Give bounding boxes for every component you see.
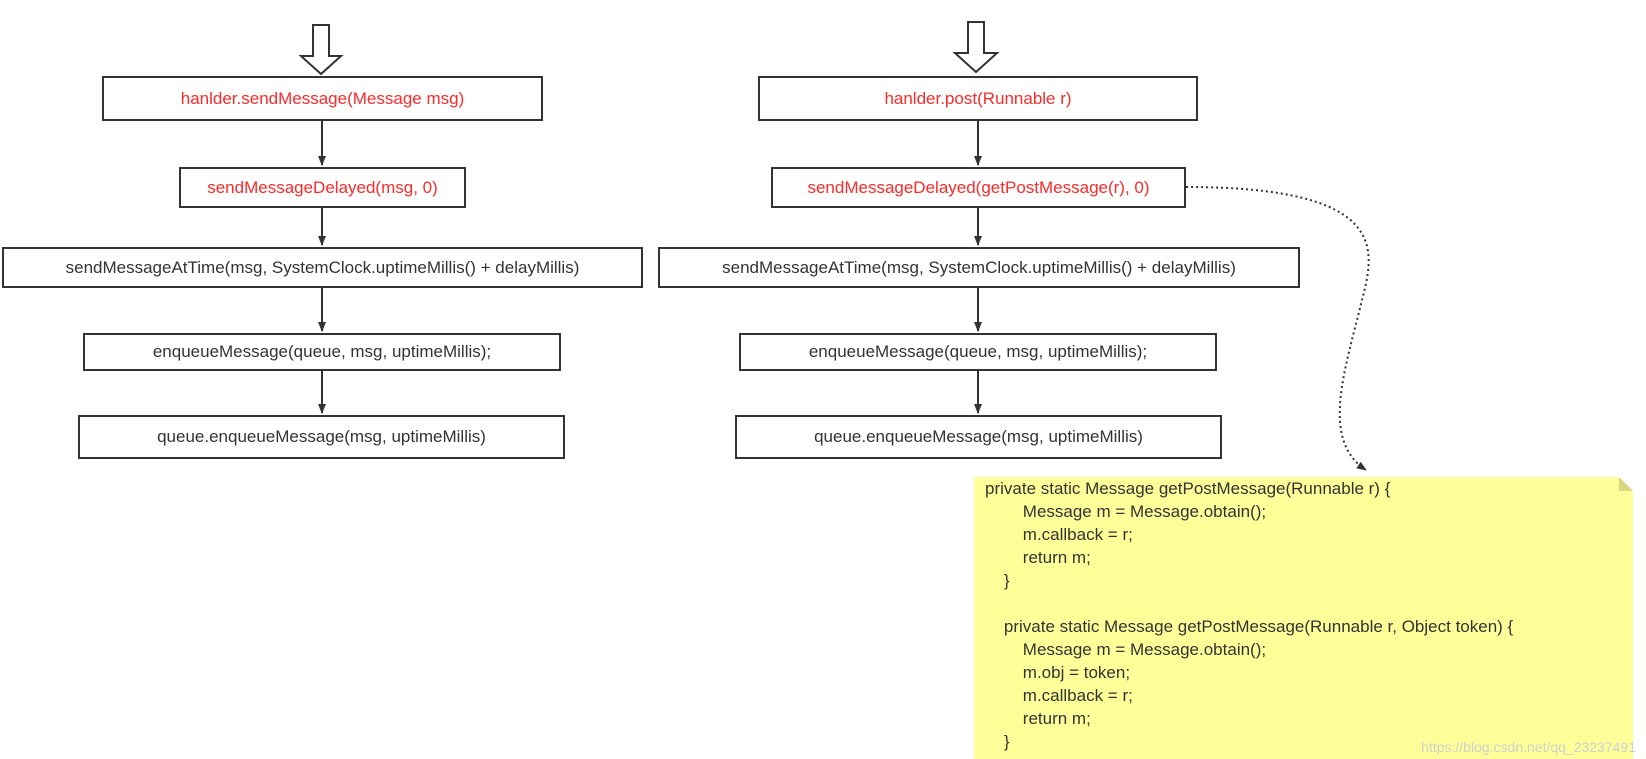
- note-fold-corner: [1619, 477, 1633, 491]
- dotted-link-to-note: [1185, 186, 1370, 471]
- right-step-post: hanlder.post(Runnable r): [758, 76, 1198, 121]
- code-note: private static Message getPostMessage(Ru…: [974, 477, 1633, 759]
- right-step-queue-enqueue: queue.enqueueMessage(msg, uptimeMillis): [735, 415, 1222, 459]
- right-step-send-message-delayed: sendMessageDelayed(getPostMessage(r), 0): [771, 167, 1186, 208]
- note-code: private static Message getPostMessage(Ru…: [985, 479, 1514, 751]
- left-step-send-message-at-time: sendMessageAtTime(msg, SystemClock.uptim…: [2, 247, 643, 288]
- watermark: https://blog.csdn.net/qq_23237491: [1421, 739, 1636, 755]
- left-step-queue-enqueue: queue.enqueueMessage(msg, uptimeMillis): [78, 415, 565, 459]
- right-step-enqueue-message: enqueueMessage(queue, msg, uptimeMillis)…: [739, 333, 1217, 371]
- entry-arrow-left: [298, 24, 344, 76]
- left-step-send-message: hanlder.sendMessage(Message msg): [102, 76, 543, 121]
- left-step-send-message-delayed: sendMessageDelayed(msg, 0): [179, 167, 466, 208]
- right-step-send-message-at-time: sendMessageAtTime(msg, SystemClock.uptim…: [658, 247, 1300, 288]
- entry-arrow-right: [952, 21, 1000, 74]
- left-step-enqueue-message: enqueueMessage(queue, msg, uptimeMillis)…: [83, 333, 561, 371]
